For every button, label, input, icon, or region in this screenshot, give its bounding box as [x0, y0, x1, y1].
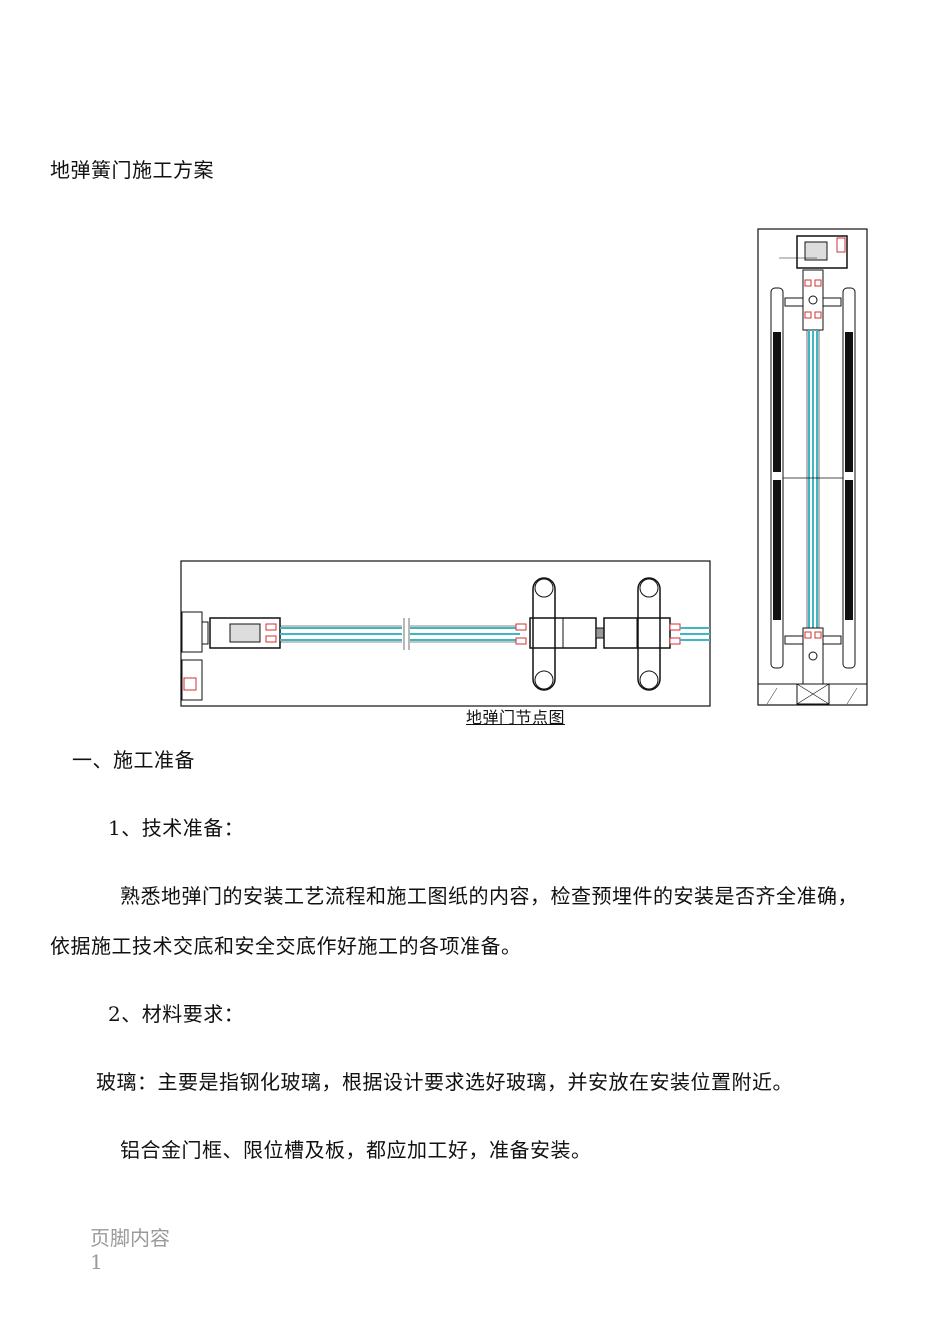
figure-caption: 地弹门节点图	[466, 708, 566, 727]
paragraph-technical-line1: 熟悉地弹门的安装工艺流程和施工图纸的内容，检查预埋件的安装是否齐全准确，	[120, 884, 858, 908]
paragraph-frame: 铝合金门框、限位槽及板，都应加工好，准备安装。	[120, 1138, 592, 1162]
section-heading: 一、施工准备	[72, 748, 195, 772]
subsection-heading-materials: 2、材料要求：	[108, 1002, 245, 1026]
door-node-section-drawing	[757, 228, 868, 706]
document-title: 地弹簧门施工方案	[50, 158, 214, 182]
door-node-plan-drawing	[180, 560, 711, 707]
paragraph-technical-line2: 依据施工技术交底和安全交底作好施工的各项准备。	[50, 934, 522, 958]
paragraph-glass: 玻璃：主要是指钢化玻璃，根据设计要求选好玻璃，并安放在安装位置附近。	[96, 1070, 793, 1094]
page-footer: 页脚内容1	[90, 1226, 170, 1274]
subsection-heading-technical: 1、技术准备：	[108, 816, 245, 840]
